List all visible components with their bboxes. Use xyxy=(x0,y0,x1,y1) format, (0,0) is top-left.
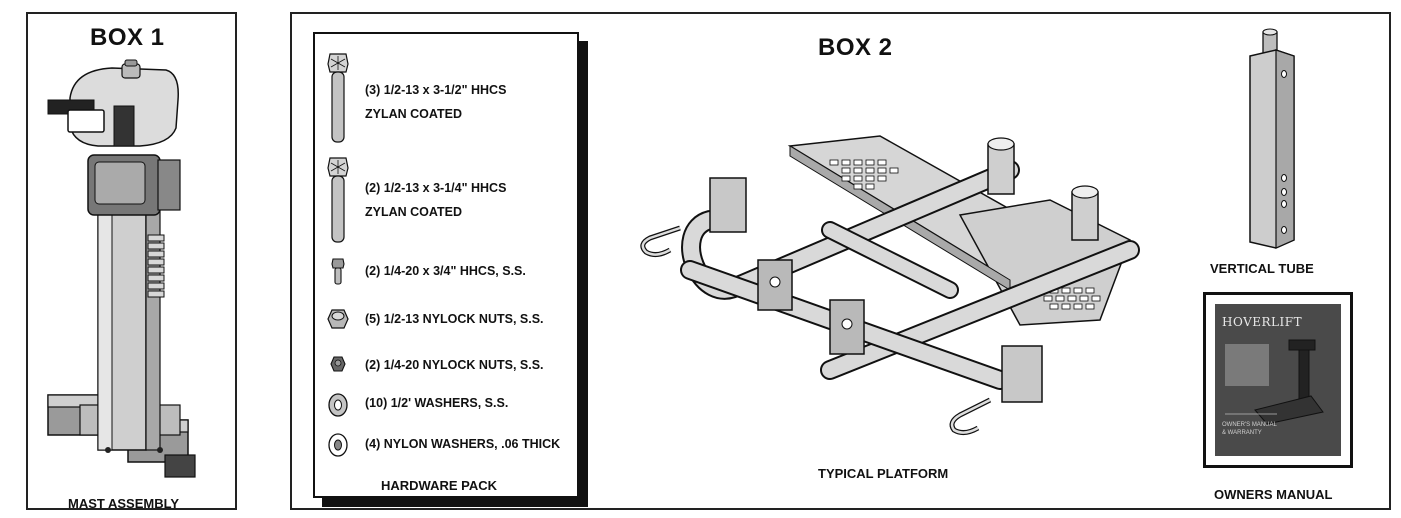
hardware-pack-caption: HARDWARE PACK xyxy=(381,478,498,493)
hardware-item-label: (5) 1/2-13 NYLOCK NUTS, S.S. xyxy=(365,312,544,326)
hardware-item-label: (3) 1/2-13 x 3-1/2" HHCS xyxy=(365,83,507,97)
hardware-item: (4) NYLON WASHERS, .06 THICK xyxy=(315,430,577,460)
hardware-item-sublabel: ZYLAN COATED xyxy=(365,205,462,219)
washer-icon xyxy=(328,393,348,417)
vertical-tube-caption: VERTICAL TUBE xyxy=(1210,261,1314,276)
hardware-item: (2) 1/2-13 x 3-1/4" HHCS ZYLAN COATED xyxy=(315,156,577,246)
hardware-pack-card: (3) 1/2-13 x 3-1/2" HHCS ZYLAN COATED (2… xyxy=(313,32,579,498)
mast-assembly-illustration xyxy=(47,59,196,478)
manual-cover-text: OWNER'S MANUAL & WARRANTY xyxy=(1222,422,1277,436)
hardware-item: (3) 1/2-13 x 3-1/2" HHCS ZYLAN COATED xyxy=(315,52,577,144)
hardware-item-label: (2) 1/4-20 x 3/4" HHCS, S.S. xyxy=(365,264,526,278)
nylock-nut-icon xyxy=(327,309,349,329)
hardware-item-label: (10) 1/2' WASHERS, S.S. xyxy=(365,396,509,410)
long-bolt-icon xyxy=(327,53,349,143)
typical-platform-illustration xyxy=(640,135,1140,436)
short-bolt-icon xyxy=(331,258,345,285)
hardware-item: (10) 1/2' WASHERS, S.S. xyxy=(315,390,577,420)
hardware-item-sublabel: ZYLAN COATED xyxy=(365,107,462,121)
box-2-title: BOX 2 xyxy=(818,34,893,61)
hardware-item-label: (4) NYLON WASHERS, .06 THICK xyxy=(365,437,561,451)
long-bolt-icon xyxy=(327,157,349,243)
vertical-tube-illustration xyxy=(1249,28,1295,249)
hardware-item: (2) 1/4-20 x 3/4" HHCS, S.S. xyxy=(315,256,577,286)
owners-manual-cover-illustration xyxy=(1215,304,1341,456)
hardware-item-label: (2) 1/2-13 x 3-1/4" HHCS xyxy=(365,181,507,195)
mast-assembly-caption: MAST ASSEMBLY xyxy=(68,496,179,511)
owners-manual-frame: HOVERLIFT OWNER'S MANUAL & WARRANTY xyxy=(1203,292,1353,468)
owners-manual-caption: OWNERS MANUAL xyxy=(1214,487,1333,502)
box-1-title: BOX 1 xyxy=(90,24,165,51)
manual-brand-text: HOVERLIFT xyxy=(1222,315,1303,329)
hardware-item: (2) 1/4-20 NYLOCK NUTS, S.S. xyxy=(315,352,577,378)
hardware-item: (5) 1/2-13 NYLOCK NUTS, S.S. xyxy=(315,306,577,334)
small-nut-icon xyxy=(330,356,346,372)
hardware-item-label: (2) 1/4-20 NYLOCK NUTS, S.S. xyxy=(365,358,544,372)
nylon-washer-icon xyxy=(328,433,348,457)
typical-platform-caption: TYPICAL PLATFORM xyxy=(818,466,949,481)
